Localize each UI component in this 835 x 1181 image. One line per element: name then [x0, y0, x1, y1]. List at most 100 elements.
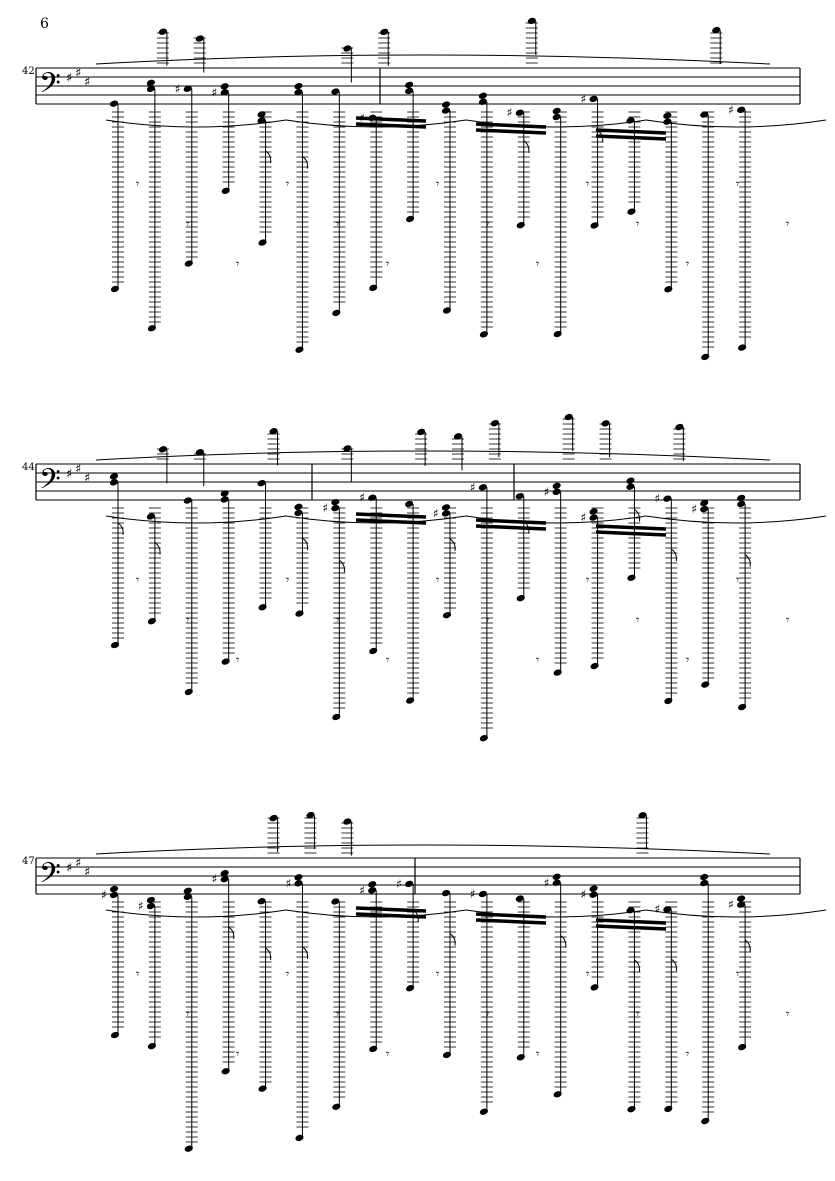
- sharp-icon: ♯: [581, 888, 587, 902]
- sharp-icon: ♯: [654, 902, 660, 916]
- slur: [95, 450, 771, 461]
- notehead: [417, 428, 426, 436]
- notehead: [294, 874, 303, 881]
- note-flag: [449, 538, 456, 551]
- rest-icon: 𝄾: [686, 1047, 689, 1061]
- notehead: [627, 208, 636, 215]
- note-beam: [595, 134, 667, 141]
- note-flag: [744, 939, 751, 953]
- notehead: [332, 1103, 341, 1110]
- notehead: [479, 1108, 488, 1115]
- note-beam: [355, 912, 427, 919]
- slur: [645, 909, 827, 918]
- note-flag: [302, 156, 309, 169]
- notehead: [737, 500, 746, 508]
- notehead: [478, 98, 487, 105]
- notehead: [343, 445, 352, 452]
- staff-system: 𝄢♯♯♯♯♯♯♯♯♯♯♯♯♯♯𝄾𝄾𝄾𝄾𝄾𝄾𝄾𝄾𝄾𝄾𝄾𝄾𝄾𝄾: [35, 811, 827, 1152]
- note-flag: [634, 509, 641, 522]
- notehead: [701, 681, 710, 688]
- rest-icon: 𝄾: [486, 217, 489, 231]
- note-beam: [475, 128, 547, 135]
- note-flag: [449, 933, 456, 946]
- sharp-icon: ♯: [212, 85, 218, 99]
- notehead: [701, 1117, 710, 1125]
- rest-icon: 𝄾: [536, 1047, 539, 1061]
- notehead: [627, 574, 636, 581]
- notehead: [626, 477, 635, 484]
- key-signature-sharp-icon: ♯: [75, 856, 81, 871]
- notehead: [257, 111, 266, 118]
- rest-icon: 𝄾: [436, 177, 439, 191]
- notehead: [700, 873, 709, 881]
- notehead: [664, 1105, 673, 1113]
- notehead: [406, 697, 415, 704]
- key-signature-sharp-icon: ♯: [84, 865, 90, 880]
- rest-icon: 𝄾: [236, 1047, 239, 1061]
- rest-icon: 𝄾: [586, 967, 589, 981]
- notehead: [552, 879, 561, 886]
- bass-clef-icon: 𝄢: [39, 67, 61, 107]
- notehead: [441, 101, 451, 108]
- notehead: [490, 420, 499, 427]
- key-signature-sharp-icon: ♯: [75, 462, 81, 477]
- slur: [465, 515, 647, 524]
- notehead: [183, 887, 192, 894]
- sharp-icon: ♯: [544, 876, 550, 890]
- notehead: [553, 669, 562, 676]
- rest-icon: 𝄾: [786, 613, 789, 627]
- rest-icon: 𝄾: [586, 177, 589, 191]
- notehead: [406, 985, 415, 992]
- note-beam: [475, 524, 547, 531]
- notehead: [331, 898, 340, 905]
- notehead: [663, 495, 672, 502]
- rest-icon: 𝄾: [186, 217, 189, 231]
- notehead: [638, 812, 647, 819]
- notehead: [220, 869, 229, 877]
- sharp-icon: ♯: [470, 480, 476, 494]
- notehead: [737, 494, 746, 502]
- notehead: [146, 85, 155, 92]
- notehead: [589, 514, 598, 521]
- note-beam: [355, 518, 427, 525]
- staff-system: 𝄢♯♯♯♯♯♯♯♯♯♯♯𝄾𝄾𝄾𝄾𝄾𝄾𝄾𝄾𝄾𝄾𝄾𝄾𝄾𝄾: [35, 413, 827, 742]
- note-flag: [265, 150, 272, 164]
- notehead: [146, 513, 155, 520]
- rest-icon: 𝄾: [536, 257, 539, 271]
- note-flag: [744, 554, 751, 567]
- notehead: [515, 895, 524, 902]
- sharp-icon: ♯: [470, 887, 476, 901]
- rest-icon: 𝄾: [736, 967, 739, 981]
- sharp-icon: ♯: [175, 82, 181, 96]
- sharp-icon: ♯: [212, 872, 218, 886]
- notehead: [738, 344, 747, 351]
- notehead: [294, 503, 303, 511]
- rest-icon: 𝄾: [786, 1007, 789, 1021]
- notehead: [147, 618, 156, 625]
- note-beam: [355, 116, 427, 123]
- sharp-icon: ♯: [691, 502, 697, 516]
- rest-icon: 𝄾: [336, 217, 339, 231]
- notehead: [184, 1145, 193, 1152]
- notehead: [147, 325, 156, 332]
- notehead: [343, 45, 352, 52]
- key-signature-sharp-icon: ♯: [66, 467, 72, 482]
- sharp-icon: ♯: [285, 876, 291, 890]
- staff-systems: 𝄢♯♯♯♯♯♯♯♯♯𝄾𝄾𝄾𝄾𝄾𝄾𝄾𝄾𝄾𝄾𝄾𝄾𝄾𝄾𝄢♯♯♯♯♯♯♯♯♯♯♯𝄾𝄾𝄾𝄾…: [35, 17, 827, 1152]
- rest-icon: 𝄾: [136, 967, 139, 981]
- notehead: [552, 482, 561, 490]
- notehead: [737, 895, 746, 902]
- sharp-icon: ♯: [433, 506, 439, 520]
- rest-icon: 𝄾: [486, 613, 489, 627]
- notehead: [294, 88, 303, 96]
- rest-icon: 𝄾: [286, 177, 289, 191]
- notehead: [663, 906, 672, 913]
- note-beam: [595, 924, 667, 931]
- rest-icon: 𝄾: [236, 257, 239, 271]
- notehead: [516, 594, 525, 602]
- notehead: [221, 1068, 230, 1075]
- notehead: [184, 688, 193, 696]
- bass-clef-icon: 𝄢: [39, 857, 61, 897]
- notehead: [331, 498, 340, 506]
- slur: [285, 909, 467, 918]
